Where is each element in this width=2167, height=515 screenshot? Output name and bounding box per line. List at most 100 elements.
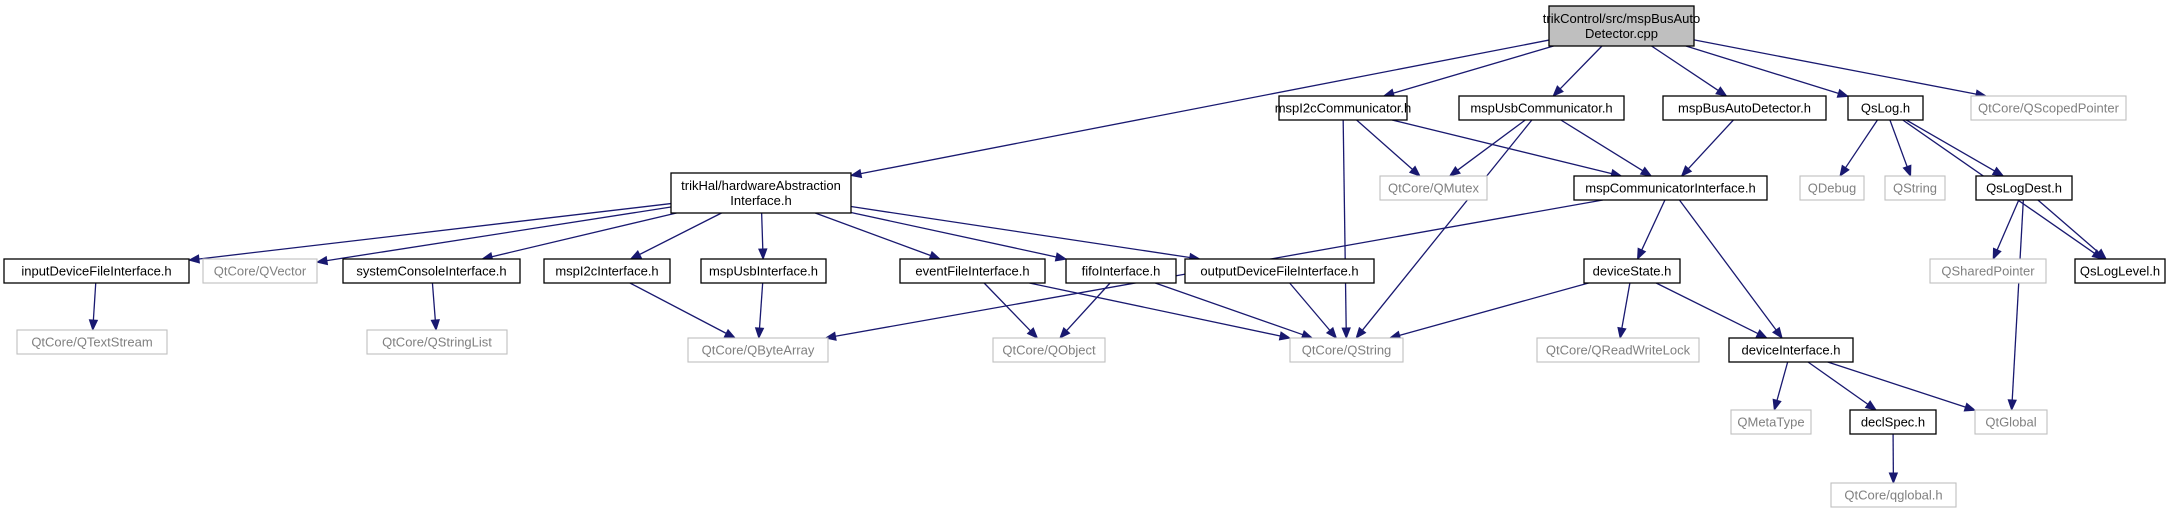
arrowhead-icon: [2095, 248, 2108, 260]
node-syscons[interactable]: systemConsoleInterface.h: [342, 258, 521, 284]
node-commif[interactable]: mspCommunicatorInterface.h: [1573, 175, 1768, 201]
arrowhead-icon: [1755, 329, 1769, 339]
edge-line: [1693, 39, 1977, 95]
edge-line: [758, 282, 764, 329]
node-label: QtCore/QMutex: [1388, 181, 1480, 196]
edge-hal-to-i2cif: [629, 212, 722, 260]
node-label: QtCore/QString: [1302, 343, 1392, 358]
node-label: QtCore/QVector: [214, 264, 307, 279]
arrowhead-icon: [187, 254, 200, 264]
node-qscoped: QtCore/QScopedPointer: [1970, 95, 2127, 121]
node-box: [1379, 175, 1488, 201]
node-root[interactable]: trikControl/src/mspBusAutoDetector.cpp: [1543, 5, 1701, 47]
node-qmetatype: QMetaType: [1730, 409, 1812, 435]
arrowhead-icon: [315, 255, 329, 266]
edge-usbcomm-to-qmutex: [1448, 119, 1526, 177]
node-eventfile[interactable]: eventFileInterface.h: [899, 258, 1046, 284]
edge-i2ccomm-to-qmutex: [1356, 119, 1421, 177]
node-box: [1536, 337, 1700, 363]
edge-line: [850, 205, 1190, 259]
nodes-layer: trikControl/src/mspBusAutoDetector.cpp ms…: [3, 5, 2166, 508]
edge-i2cif-to-qbytearray: [629, 282, 737, 339]
node-fifo[interactable]: fifoInterface.h: [1065, 258, 1177, 284]
arrowhead-icon: [1408, 165, 1421, 177]
arrowhead-icon: [1992, 247, 2002, 261]
edge-qslog-to-qdebug: [1839, 119, 1879, 178]
edge-line: [1621, 282, 1631, 329]
node-box: [1847, 95, 1924, 121]
arrowhead-icon: [1325, 326, 1338, 340]
arrowhead-icon: [1963, 402, 1977, 412]
arrowhead-icon: [1300, 330, 1314, 340]
edge-line: [983, 282, 1031, 332]
edge-line: [639, 212, 722, 256]
node-box: [1583, 258, 1681, 284]
edges-layer: [88, 39, 2108, 485]
node-label: mspUsbInterface.h: [709, 264, 818, 279]
arrowhead-icon: [1636, 247, 1647, 261]
arrowhead-icon: [1026, 327, 1039, 339]
node-box: [1970, 95, 2127, 121]
edge-line: [1651, 45, 1719, 91]
arrowhead-icon: [754, 327, 765, 340]
edge-line: [760, 212, 764, 250]
node-label: Detector.cpp: [1585, 26, 1658, 41]
edge-line: [2037, 199, 2099, 253]
node-label: QSharedPointer: [1941, 264, 2035, 279]
node-qglobalh: QtCore/qglobal.h: [1830, 482, 1957, 508]
node-box: [1184, 258, 1375, 284]
node-label: trikHal/hardwareAbstraction: [681, 178, 841, 193]
edge-line: [1457, 119, 1526, 171]
arrowhead-icon: [849, 168, 863, 179]
node-box: [700, 258, 827, 284]
edge-root-to-qslog: [1685, 45, 1850, 98]
node-box: [1884, 175, 1946, 201]
node-qmutex: QtCore/QMutex: [1379, 175, 1488, 201]
node-busdet[interactable]: mspBusAutoDetector.h: [1662, 95, 1827, 121]
arrowhead-icon: [1059, 327, 1071, 339]
node-i2ccomm[interactable]: mspI2cCommunicator.h: [1275, 95, 1412, 121]
node-i2cif[interactable]: mspI2cInterface.h: [543, 258, 671, 284]
edge-line: [1845, 119, 1879, 169]
node-usbif[interactable]: mspUsbInterface.h: [700, 258, 827, 284]
node-devstate[interactable]: deviceState.h: [1583, 258, 1681, 284]
edge-hal-to-syscons: [480, 212, 677, 262]
node-qslog[interactable]: QsLog.h: [1847, 95, 1924, 121]
node-qslogdest[interactable]: QsLogDest.h: [1975, 175, 2073, 201]
edge-line: [491, 212, 677, 258]
node-devif[interactable]: deviceInterface.h: [1728, 337, 1854, 363]
node-box: [2074, 258, 2166, 284]
node-box: [342, 258, 521, 284]
edge-line: [1559, 45, 1603, 90]
node-outdev[interactable]: outputDeviceFileInterface.h: [1184, 258, 1375, 284]
arrowhead-icon: [1715, 86, 1728, 97]
arrowhead-icon: [1617, 326, 1627, 340]
edge-usbif-to-qbytearray: [754, 282, 765, 340]
edge-line: [1889, 119, 1908, 167]
node-box: [1458, 95, 1625, 121]
node-label: outputDeviceFileInterface.h: [1200, 264, 1358, 279]
node-label: deviceState.h: [1593, 264, 1672, 279]
edge-qslog-to-qslogdest: [1905, 119, 2005, 177]
edge-line: [1807, 361, 1869, 405]
node-label: systemConsoleInterface.h: [356, 264, 506, 279]
edge-line: [1361, 119, 1533, 331]
node-inputdev[interactable]: inputDeviceFileInterface.h: [3, 258, 190, 284]
edge-line: [1678, 199, 1777, 331]
edge-line: [1685, 45, 1839, 95]
edge-line: [1687, 119, 1734, 170]
arrowhead-icon: [758, 248, 768, 261]
arrowhead-icon: [1552, 85, 1564, 97]
node-declspec[interactable]: declSpec.h: [1849, 409, 1937, 435]
arrowhead-icon: [430, 319, 440, 332]
node-label: mspCommunicatorInterface.h: [1585, 181, 1756, 196]
node-usbcomm[interactable]: mspUsbCommunicator.h: [1458, 95, 1625, 121]
edge-hal-to-fifo: [850, 211, 1068, 262]
node-box: [1065, 258, 1177, 284]
edge-busdet-to-commif: [1680, 119, 1734, 177]
node-qsloglevel[interactable]: QsLogLevel.h: [2074, 258, 2166, 284]
node-qstringsh: QString: [1884, 175, 1946, 201]
node-box: [202, 258, 318, 284]
node-label: QDebug: [1808, 181, 1856, 196]
